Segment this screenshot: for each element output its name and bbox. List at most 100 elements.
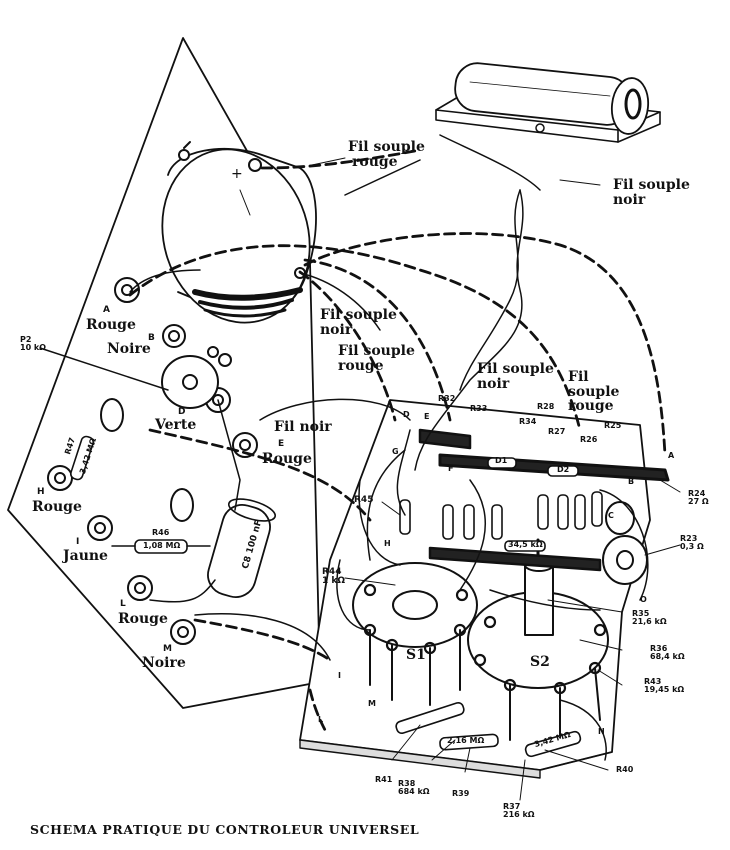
svg-text:+: + (231, 166, 243, 182)
label-d1: D1 (495, 456, 508, 465)
label-fil-souple-noir-mid: Fil souple noir (320, 308, 397, 337)
terminal-d-letter: D (178, 407, 186, 417)
label-r32: R32 (438, 394, 456, 403)
board-letter-i: I (338, 671, 341, 680)
terminal-i-letter: I (76, 537, 80, 547)
label-r33: R33 (470, 404, 488, 413)
terminal-a-color: Rouge (86, 317, 136, 333)
label-d2: D2 (557, 465, 570, 474)
figure-caption: SCHEMA PRATIQUE DU CONTROLEUR UNIVERSEL (30, 822, 420, 837)
board-letter-l: L (318, 715, 324, 724)
label-line: R35 (632, 609, 650, 618)
label-line: rouge (352, 153, 398, 170)
label-line: 216 kΩ (503, 810, 535, 820)
terminal-e-letter: E (278, 439, 285, 449)
label-line: 10 kΩ (20, 343, 47, 353)
label-line: R37 (503, 802, 521, 811)
meter: + (161, 141, 317, 324)
label-line: rouge (338, 357, 384, 374)
label-r35: R35 21,6 kΩ (632, 609, 667, 627)
label-line: P2 (20, 335, 32, 344)
label-fil-souple-noir-board: Fil souple noir (477, 362, 554, 391)
label-r38: R38 684 kΩ (398, 779, 430, 797)
terminal-l-color: Rouge (118, 611, 168, 627)
label-fil-souple-rouge-board: Fil souple rouge (568, 370, 619, 414)
label-line: R36 (650, 644, 668, 653)
board-letter-m: M (368, 699, 376, 708)
switch-s1 (352, 562, 478, 706)
capacitor-c8 (207, 498, 277, 598)
terminal-m-color: Noire (142, 655, 186, 671)
label-r27: R27 (548, 427, 566, 436)
board-letter-c: C (608, 511, 614, 520)
resistor-r47 (69, 435, 95, 481)
terminal-m-letter: M (163, 644, 172, 654)
label-fil-souple-rouge-top: Fil souple rouge (348, 140, 425, 169)
label-line: Fil souple (477, 361, 554, 377)
terminal-e-color: Rouge (262, 451, 312, 467)
terminal-l-letter: L (120, 599, 126, 609)
terminal-h-letter: H (37, 487, 45, 497)
board-letter-a: A (668, 451, 675, 460)
label-r25: R25 (604, 421, 622, 430)
label-r37: R37 216 kΩ (503, 802, 535, 820)
label-line: R23 (680, 534, 698, 543)
label-r26: R26 (580, 435, 598, 444)
label-line: 0,3 Ω (680, 542, 704, 552)
pot-p2 (161, 346, 232, 409)
label-r-216m: 2,16 MΩ (447, 736, 485, 745)
label-line: R24 (688, 489, 706, 498)
label-fil-noir: Fil noir (274, 419, 332, 435)
label-line: Fil souple (348, 139, 425, 155)
terminal-b-letter: B (148, 333, 155, 343)
label-leaders (311, 157, 681, 801)
label-r39: R39 (452, 789, 470, 798)
label-line: rouge (568, 398, 614, 415)
terminal-h-color: Rouge (32, 499, 82, 515)
label-line: Fil souple (320, 307, 397, 323)
label-line: 19,45 kΩ (644, 685, 685, 695)
label-line: R38 (398, 779, 416, 788)
label-r46-value: 1,08 MΩ (143, 541, 181, 550)
board-letter-h: H (384, 539, 391, 548)
label-line: 684 kΩ (398, 787, 430, 797)
label-line: 27 Ω (688, 497, 709, 507)
board-letter-e: E (424, 412, 430, 421)
label-line: noir (320, 321, 353, 338)
board-letter-g: G (392, 447, 399, 456)
board-resistors (399, 457, 603, 552)
label-fil-souple-noir-right: Fil souple noir (613, 178, 690, 207)
label-fil-souple-rouge-mid: Fil souple rouge (338, 344, 415, 373)
label-line: 1 kΩ (322, 576, 346, 587)
board-letter-f: F (448, 464, 454, 473)
board-letter-n: N (598, 727, 605, 736)
terminal-b-color: Noire (107, 341, 151, 357)
bottom-resistors (395, 701, 582, 758)
label-r40: R40 (616, 765, 634, 774)
panel-hole (100, 398, 124, 432)
label-s2: S2 (530, 654, 550, 670)
label-line: Fil souple (613, 177, 690, 193)
label-r45: R45 (354, 495, 374, 505)
terminal-i-color: Jaune (63, 548, 108, 564)
label-line: Fil (568, 369, 589, 385)
board-letter-d: D (403, 410, 410, 419)
label-r23: R23 0,3 Ω (680, 534, 704, 552)
dashed-wires (128, 148, 667, 732)
label-s1: S1 (406, 647, 426, 663)
label-line: R43 (644, 677, 662, 686)
label-r28: R28 (537, 402, 555, 411)
board-letter-o: O (640, 595, 647, 604)
label-r43: R43 19,45 kΩ (644, 677, 685, 695)
label-r24: R24 27 Ω (688, 489, 709, 507)
label-r-345k: 34,5 kΩ (508, 540, 543, 549)
board-letter-b: B (628, 477, 635, 486)
label-line: R44 (322, 567, 342, 577)
label-line: Fil souple (338, 343, 415, 359)
label-r34: R34 (519, 417, 537, 426)
label-r46: R46 (152, 528, 170, 537)
terminal-a-letter: A (103, 305, 110, 315)
label-p2: P2 10 kΩ (20, 335, 47, 353)
